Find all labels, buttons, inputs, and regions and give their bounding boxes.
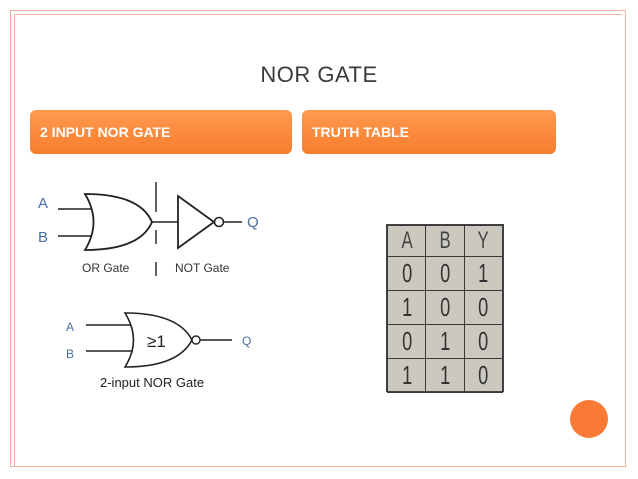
or-not-diagram: A B Q OR Gate NOT Gate [38,182,259,276]
slide-title: NOR GATE [260,62,378,87]
truth-table-cell: 0 [392,324,421,359]
truth-table-header-row: A B Y [388,225,503,257]
not-gate-shape [177,194,216,250]
slide-frame-inner [14,14,622,467]
truth-table-header-a: A [392,225,421,257]
diagram1-input-b: B [38,229,48,246]
truth-table-header-b: B [431,225,459,257]
truth-table-cell: 0 [392,256,421,291]
right-section-header: TRUTH TABLE [302,110,556,154]
nor-gate-diagram: A B ≥1 Q 2-input NOR Gate [66,312,251,390]
truth-table-header-y: Y [469,225,498,257]
decorative-circle [570,400,608,438]
truth-table-cell: 0 [469,290,498,325]
truth-table-cell: 1 [392,358,421,393]
diagram2-output: Q [242,334,251,348]
not-gate-label: NOT Gate [175,261,230,275]
not-gate-bubble [213,216,225,228]
diagram2-input-a: A [66,320,74,334]
or-gate-shape [83,193,153,251]
truth-table-cell: 0 [469,324,498,359]
diagram1-input-a: A [38,195,48,212]
nor-gate-caption: 2-input NOR Gate [100,375,204,390]
slide-frame [10,10,626,467]
truth-table-cell: 1 [392,290,421,325]
truth-table-row: 0 0 1 [388,256,503,291]
truth-table-cell: 0 [469,358,498,393]
truth-table-cell: 1 [431,358,459,393]
truth-table-row: 1 1 0 [388,358,503,393]
truth-table: A B Y 0 0 1 1 0 0 0 1 0 1 1 0 [386,224,504,393]
or-gate-label: OR Gate [82,261,130,275]
truth-table-cell: 1 [431,324,459,359]
truth-table-row: 0 1 0 [388,324,503,359]
nor-gate-shape [123,312,193,368]
truth-table-cell: 1 [469,256,498,291]
truth-table-row: 1 0 0 [388,290,503,325]
truth-table-cell: 0 [431,256,459,291]
diagram1-output: Q [247,214,259,231]
left-section-header: 2 INPUT NOR GATE [30,110,292,154]
nor-gate-symbol: ≥1 [147,332,166,351]
diagram2-input-b: B [66,347,74,361]
truth-table-cell: 0 [431,290,459,325]
nor-gate-bubble [191,335,201,345]
